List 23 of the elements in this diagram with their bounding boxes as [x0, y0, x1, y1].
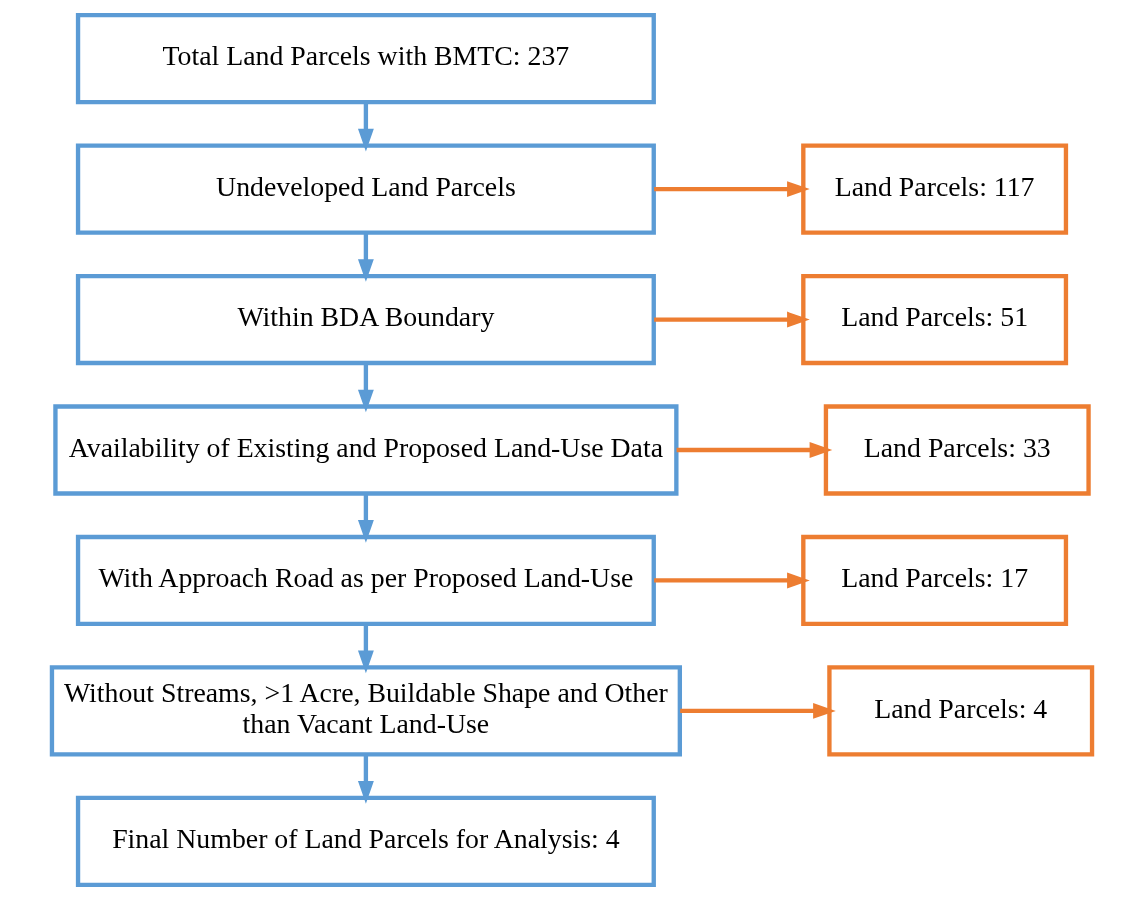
arrow [357, 233, 374, 282]
arrow [654, 311, 810, 328]
node-box: Land Parcels: 4 [827, 665, 1095, 757]
node-box: Without Streams, >1 Acre, Buildable Shape and Other than Vacant Land-Use [49, 665, 682, 757]
node-box: Within BDA Boundary [75, 273, 656, 366]
node-box: Land Parcels: 33 [823, 404, 1091, 496]
node-box: Undeveloped Land Parcels [75, 143, 656, 235]
node-box: With Approach Road as per Proposed Land-Use [75, 534, 656, 627]
arrow [357, 754, 374, 804]
arrow [654, 181, 810, 198]
arrow [680, 702, 836, 719]
arrow [357, 624, 374, 674]
arrow [676, 442, 833, 458]
arrow [357, 363, 374, 413]
node-box: Final Number of Land Parcels for Analysis: 4 [75, 795, 656, 887]
node-box: Availability of Existing and Proposed Land-Use Data [53, 404, 679, 496]
node-box: Land Parcels: 117 [801, 143, 1069, 235]
arrow [357, 102, 374, 152]
node-box: Land Parcels: 17 [801, 534, 1069, 627]
arrow [357, 494, 374, 543]
node-box: Total Land Parcels with BMTC: 237 [75, 13, 656, 105]
node-box: Land Parcels: 51 [801, 273, 1069, 366]
arrow [654, 572, 810, 589]
